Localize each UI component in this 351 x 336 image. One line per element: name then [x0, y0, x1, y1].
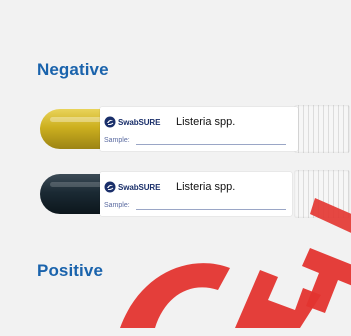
liquid-shine	[50, 117, 105, 122]
tube-label: SwabSURE Listeria spp. Sample:	[100, 107, 298, 151]
heading-negative: Negative	[37, 60, 109, 79]
tube-negative: SwabSURE Listeria spp. Sample:	[40, 105, 351, 153]
heading-positive: Positive	[37, 261, 103, 280]
tube-label: SwabSURE Listeria spp. Sample:	[100, 172, 292, 216]
liquid-shine	[50, 182, 105, 187]
sample-line	[136, 209, 286, 210]
brand-logo: SwabSURE	[104, 116, 160, 128]
sample-label: Sample:	[104, 202, 130, 209]
swabsure-logo-icon	[104, 116, 116, 128]
tube-cap	[294, 170, 350, 218]
sample-line	[136, 144, 286, 145]
brand-name: SwabSURE	[118, 182, 161, 192]
tube-cap	[294, 105, 350, 153]
species-label: Listeria spp.	[176, 181, 236, 193]
tube-positive: SwabSURE Listeria spp. Sample:	[40, 170, 351, 218]
brand-logo: SwabSURE	[104, 181, 160, 193]
species-label: Listeria spp.	[176, 116, 236, 128]
brand-name: SwabSURE	[118, 117, 161, 127]
sample-label: Sample:	[104, 137, 130, 144]
swabsure-logo-icon	[104, 181, 116, 193]
